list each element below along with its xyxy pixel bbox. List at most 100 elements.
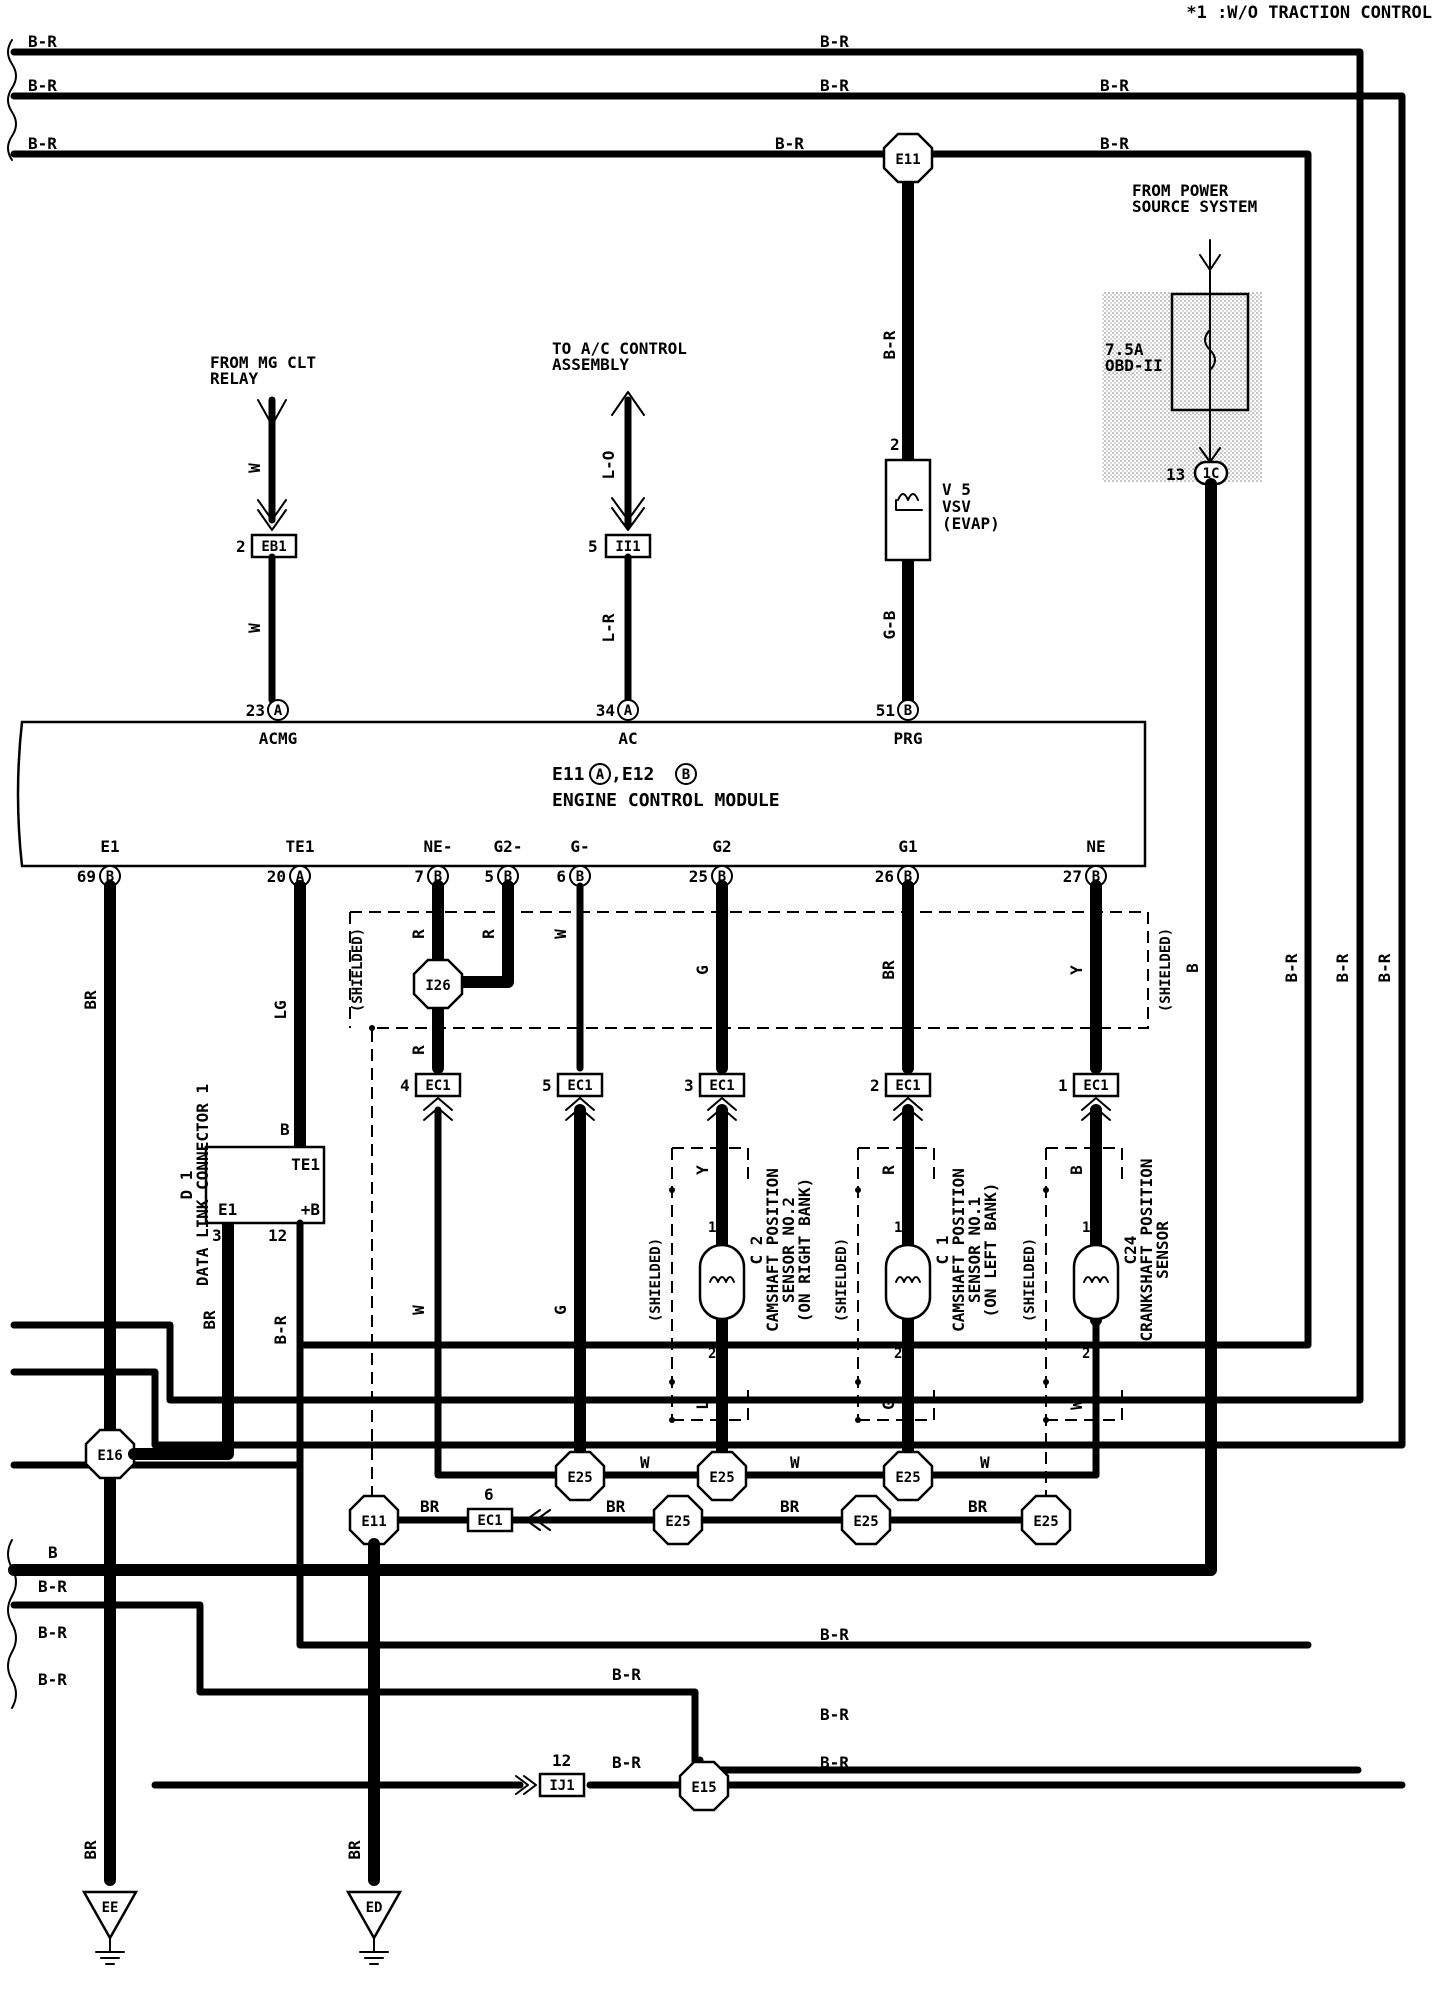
source-label: ASSEMBLY: [552, 355, 629, 374]
ecm-pin-prg: [897, 699, 919, 721]
pin-letter: B: [718, 869, 726, 885]
crankshaft-sensor: [1072, 1243, 1120, 1321]
wire-color-label: BR: [420, 1497, 440, 1516]
wire-color-label: G-B: [880, 610, 899, 639]
pin-number: 4: [400, 1076, 410, 1095]
pin-number: 5: [484, 867, 494, 886]
top-wire-bundle: [10, 48, 1406, 1469]
source-label: SOURCE SYSTEM: [1132, 197, 1257, 216]
pin-number: 25: [689, 867, 708, 886]
wire-color-label: B-R: [1333, 953, 1352, 982]
pin-letter: A: [274, 703, 283, 719]
ecm-terminal-name: G-: [570, 837, 589, 856]
wire-color-label: B-R: [1282, 953, 1301, 982]
connector-label: E25: [853, 1514, 878, 1530]
wire-color-label: B: [1067, 1165, 1086, 1175]
ne-minus-circuit: R R I26 R EC1 4 W: [400, 880, 1100, 1479]
e25-junction: [554, 1450, 606, 1502]
sensor-label: CAMSHAFT POSITION: [949, 1168, 968, 1332]
wire-color-label: BR: [879, 960, 898, 980]
wire-color-label: Y: [1067, 965, 1086, 975]
ecm-terminal-name: ACMG: [259, 729, 298, 748]
g2-camshaft-sensor-2: G EC1 3 Y 1 2 L (SHIELDED) C 2 CAMSHAFT …: [648, 880, 814, 1458]
connector-label: E16: [97, 1448, 122, 1464]
pin-letter: B: [1092, 869, 1100, 885]
wire-color-label: W: [551, 929, 570, 939]
wire-color-label: BR: [780, 1497, 800, 1516]
wire-color-label: LG: [271, 1000, 290, 1019]
pin-number: 2: [870, 1076, 880, 1095]
dlc-label: DATA LINK CONNECTOR 1: [193, 1084, 212, 1286]
sensor-label: C 1: [933, 1236, 952, 1265]
e25-junction: [1020, 1494, 1072, 1546]
engine-control-module: A 23 ACMG A 34 AC B 51 PRG E11 A ,E12 B …: [16, 699, 1147, 887]
e11-junction-bottom: [348, 1494, 400, 1546]
data-link-connector-1: [204, 1145, 326, 1225]
connector-label: EC1: [477, 1513, 502, 1529]
ec1-connector: [556, 1072, 604, 1098]
pin-number: 69: [77, 867, 96, 886]
vsv-circuit: E11 B-R 2 V 5 VSV (EVAP) G-B: [880, 132, 1000, 711]
wire-color-label: G: [693, 965, 712, 975]
sensor-label: C24: [1121, 1236, 1140, 1265]
wire-color-label: B: [48, 1543, 58, 1562]
wire-color-label: BR: [968, 1497, 988, 1516]
sensor-label: (ON LEFT BANK): [981, 1183, 1000, 1318]
ed-ground-point: [345, 1890, 403, 1941]
source-label: FROM MG CLT: [210, 353, 316, 372]
ee-ground-point: [81, 1890, 139, 1941]
pin-letter: B: [504, 869, 512, 885]
wire-color-label: W: [790, 1453, 800, 1472]
sensor-label: (ON RIGHT BANK): [795, 1178, 814, 1323]
connector-label: ED: [366, 1900, 383, 1916]
pin-number: 1: [708, 1220, 716, 1236]
wire-color-label: B-R: [1100, 76, 1129, 95]
wire-color-label: B-R: [1100, 134, 1129, 153]
sensor-label: SENSOR: [1153, 1221, 1172, 1279]
ecm-terminal-name: PRG: [894, 729, 923, 748]
pin-number: 2: [890, 435, 900, 454]
wire-color-label: B: [1183, 963, 1202, 973]
pin-letter: A: [296, 869, 305, 885]
wire-color-label: B-R: [820, 1625, 849, 1644]
wire-color-label: G: [879, 1400, 898, 1410]
connector-label: EC1: [1083, 1078, 1108, 1094]
wire-color-label: B-R: [38, 1623, 67, 1642]
ecm-terminal-name: G2: [712, 837, 731, 856]
connector-label: E25: [709, 1470, 734, 1486]
ecm-title: ENGINE CONTROL MODULE: [552, 790, 780, 811]
pin-number: 5: [588, 537, 598, 556]
ec1-connector: [884, 1072, 932, 1098]
ecm-terminal-name: G1: [898, 837, 917, 856]
pin-letter: B: [576, 869, 584, 885]
dlc-label: D 1: [177, 1171, 196, 1200]
wire-color-label: W: [1067, 1400, 1086, 1410]
pin-number: 5: [542, 1076, 552, 1095]
pin-number: 51: [876, 701, 895, 720]
pin-number: 2: [894, 1346, 902, 1362]
dlc-terminal: +B: [301, 1200, 321, 1219]
wire-color-label: B-R: [612, 1665, 641, 1684]
pin-letter: A: [624, 703, 633, 719]
sensor-label: CRANKSHAFT POSITION: [1137, 1158, 1156, 1341]
connector-label: IJ1: [549, 1778, 574, 1794]
wire-color-label: BR: [200, 1310, 219, 1330]
pin-number: 12: [552, 1751, 571, 1770]
ecm-terminal-name: TE1: [286, 837, 315, 856]
power-source-circuit: FROM POWER SOURCE SYSTEM 7.5A OBD-II 1C …: [8, 181, 1262, 1576]
wire-color-label: B-R: [28, 76, 57, 95]
shielded-label: (SHIELDED): [350, 928, 366, 1012]
obd-fuse-box: [1170, 292, 1250, 412]
connector-label: E25: [1033, 1514, 1058, 1530]
pin-letter: B: [682, 767, 690, 783]
wire-color-label: R: [409, 1045, 428, 1055]
source-label: TO A/C CONTROL: [552, 339, 687, 358]
g-minus-circuit: W EC1 5 G: [542, 882, 604, 1458]
source-label: FROM POWER: [1132, 181, 1229, 200]
pin-number: 26: [875, 867, 894, 886]
wire-color-label: B-R: [28, 134, 57, 153]
shield-junction-dot: [369, 1025, 375, 1031]
traction-control-note: *1 :W/O TRACTION CONTROL: [1186, 3, 1432, 23]
wire-color-label: BR: [81, 990, 100, 1010]
